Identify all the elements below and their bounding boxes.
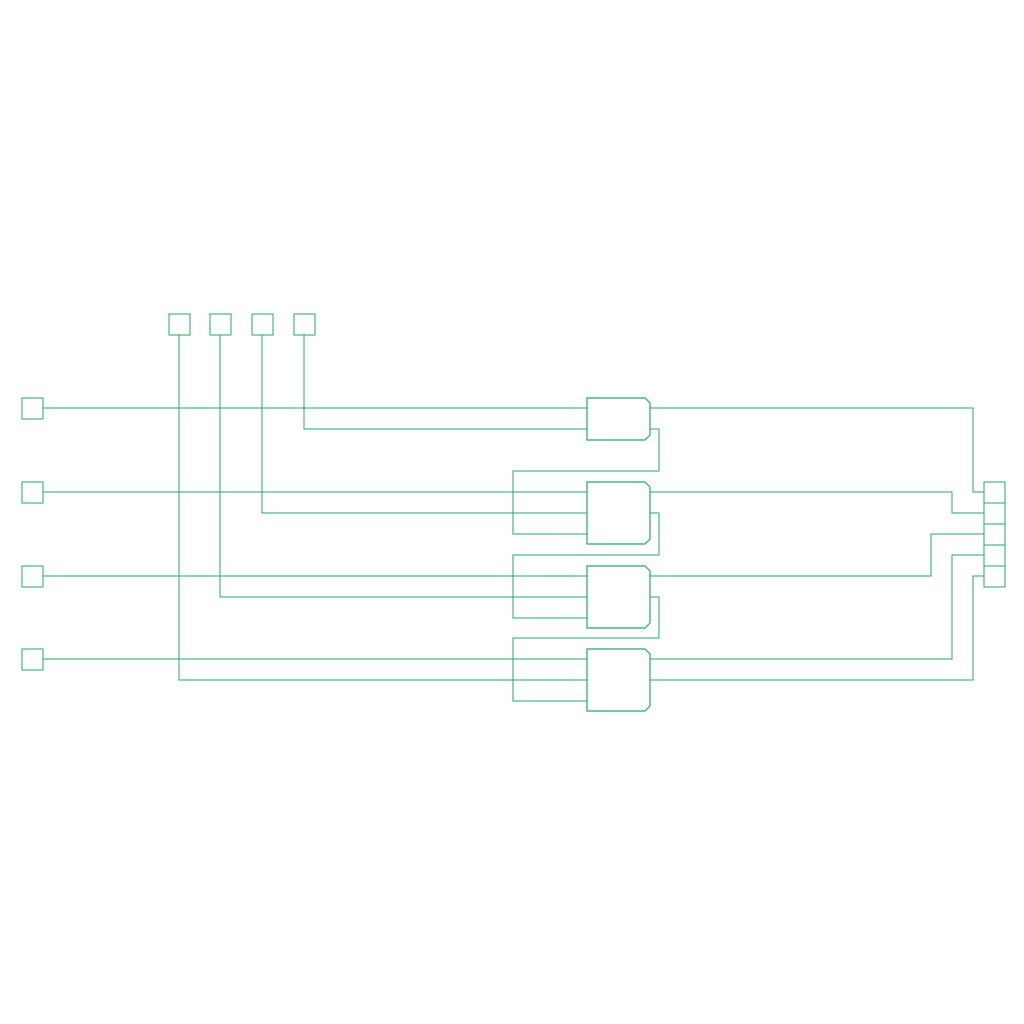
wire-carry-0	[512, 428, 660, 535]
input-pin-b1[interactable]	[251, 313, 274, 336]
adder-block-0[interactable]	[586, 397, 651, 441]
output-pin-4[interactable]	[983, 565, 1006, 588]
wire-sum-2	[650, 533, 984, 577]
input-pin-a0[interactable]	[21, 397, 44, 420]
output-pin-1[interactable]	[983, 502, 1006, 525]
output-pin-3[interactable]	[983, 544, 1006, 567]
input-pin-b2[interactable]	[209, 313, 232, 336]
wire-carry-out	[650, 575, 984, 681]
output-bus	[983, 481, 1006, 588]
input-pin-b0[interactable]	[293, 313, 316, 336]
input-pin-b3[interactable]	[168, 313, 191, 336]
wire-sum-0	[650, 407, 984, 493]
wire-carry-1	[512, 512, 660, 619]
left-inputs	[21, 397, 44, 671]
wire-b1	[261, 335, 587, 514]
input-pin-a2[interactable]	[21, 565, 44, 588]
wire-sum-1	[650, 491, 984, 514]
wire-carry-2	[512, 596, 660, 702]
gates	[586, 397, 651, 712]
adder-block-2[interactable]	[586, 565, 651, 629]
input-pin-a1[interactable]	[21, 481, 44, 504]
adder-block-1[interactable]	[586, 481, 651, 545]
wire-b3	[178, 335, 587, 681]
wire-b2	[219, 335, 587, 598]
wire-sum-3	[650, 554, 984, 660]
top-inputs	[168, 313, 316, 336]
input-pin-a3[interactable]	[21, 648, 44, 671]
output-pin-2[interactable]	[983, 523, 1006, 546]
wires	[43, 335, 984, 702]
output-pin-0[interactable]	[983, 481, 1006, 504]
adder-block-3[interactable]	[586, 648, 651, 712]
wire-b0	[303, 335, 587, 430]
